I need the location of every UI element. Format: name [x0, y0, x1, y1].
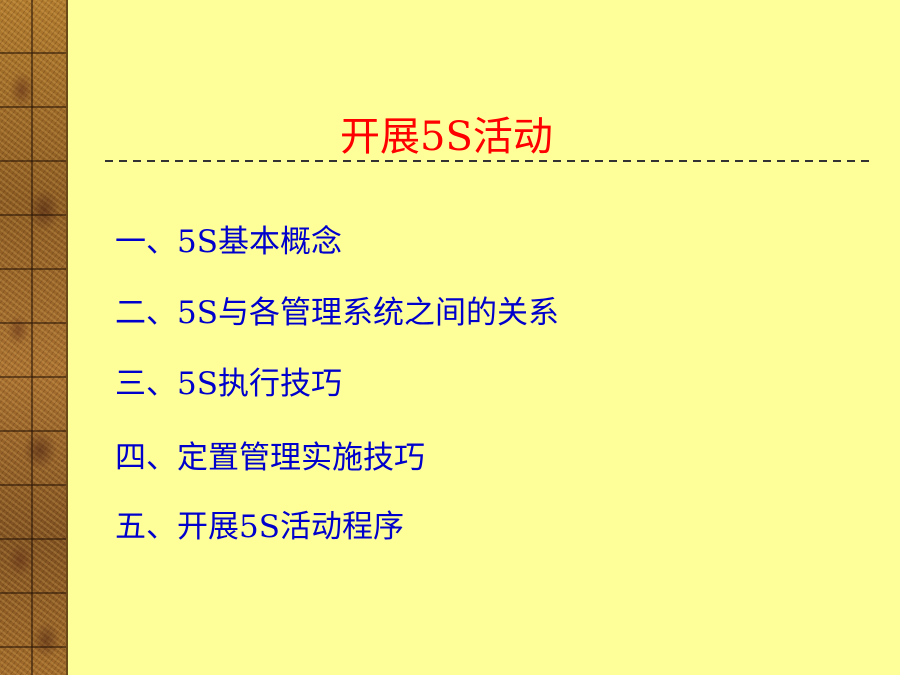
- agenda-item-4: 四、定置管理实施技巧: [115, 440, 425, 476]
- agenda-item-1: 一、5S基本概念: [115, 224, 342, 260]
- agenda-item-3: 三、5S执行技巧: [115, 366, 342, 402]
- agenda-item-5: 五、开展5S活动程序: [115, 509, 404, 545]
- title-divider: [105, 160, 870, 162]
- side-strip-edge: [66, 0, 68, 675]
- side-strip-grid: [0, 0, 66, 675]
- slide-title: 开展5S活动: [340, 114, 553, 160]
- agenda-item-2: 二、5S与各管理系统之间的关系: [115, 295, 559, 331]
